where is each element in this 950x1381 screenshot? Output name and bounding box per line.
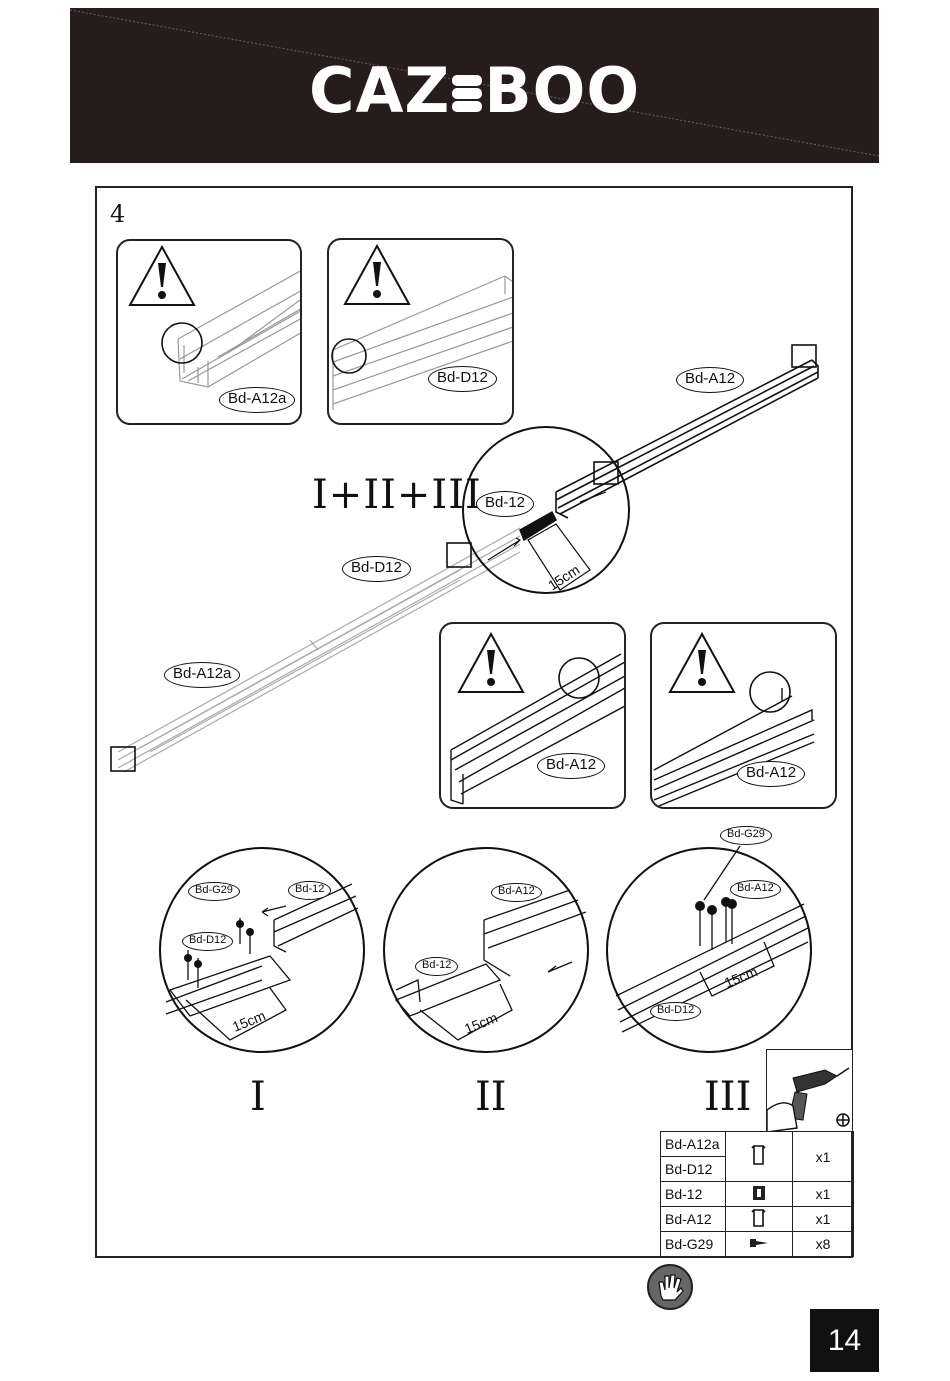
part-icon-cell <box>726 1182 793 1207</box>
screw-icon <box>748 1236 770 1250</box>
glove-icon <box>647 1264 693 1310</box>
part-qty: x1 <box>793 1207 854 1232</box>
part-qty: x8 <box>793 1232 854 1257</box>
label-bd-a12-detail-2: Bd-A12 <box>491 883 542 902</box>
table-row: Bd-G29 x8 <box>661 1232 854 1257</box>
table-row: Bd-12 x1 <box>661 1182 854 1207</box>
part-qty: x1 <box>793 1182 854 1207</box>
page-number: 14 <box>810 1309 879 1372</box>
label-bd-g29-detail-1: Bd-G29 <box>188 882 240 901</box>
substep-label-2: II <box>475 1074 507 1120</box>
table-row: Bd-A12a x1 <box>661 1132 854 1157</box>
part-name: Bd-A12a <box>661 1132 726 1157</box>
substep-label-1: I <box>250 1074 266 1120</box>
tool-box <box>766 1049 853 1131</box>
label-bd-g29-detail-3: Bd-G29 <box>720 826 772 845</box>
table-row: Bd-A12 x1 <box>661 1207 854 1232</box>
label-bd-d12-detail-3: Bd-D12 <box>650 1002 701 1021</box>
label-bd-d12-detail-1: Bd-D12 <box>182 932 233 951</box>
parts-table: Bd-A12a x1 Bd-D12 Bd-12 x1 Bd-A12 x1 Bd-… <box>660 1131 854 1257</box>
substep-label-3: III <box>704 1074 751 1120</box>
part-name: Bd-D12 <box>661 1157 726 1182</box>
part-name: Bd-12 <box>661 1182 726 1207</box>
connector-icon <box>751 1184 767 1202</box>
part-icon-cell <box>726 1132 793 1182</box>
part-qty: x1 <box>793 1132 854 1182</box>
drill-icon <box>767 1050 852 1132</box>
part-name: Bd-G29 <box>661 1232 726 1257</box>
phillips-bit-icon <box>837 1114 849 1126</box>
label-bd-12-detail-1: Bd-12 <box>288 881 331 900</box>
part-name: Bd-A12 <box>661 1207 726 1232</box>
label-bd-12-detail-2: Bd-12 <box>415 957 458 976</box>
part-icon-cell <box>726 1232 793 1257</box>
profile-icon <box>751 1144 767 1166</box>
profile-icon <box>751 1208 767 1228</box>
part-icon-cell <box>726 1207 793 1232</box>
label-bd-a12-detail-3: Bd-A12 <box>730 880 781 899</box>
